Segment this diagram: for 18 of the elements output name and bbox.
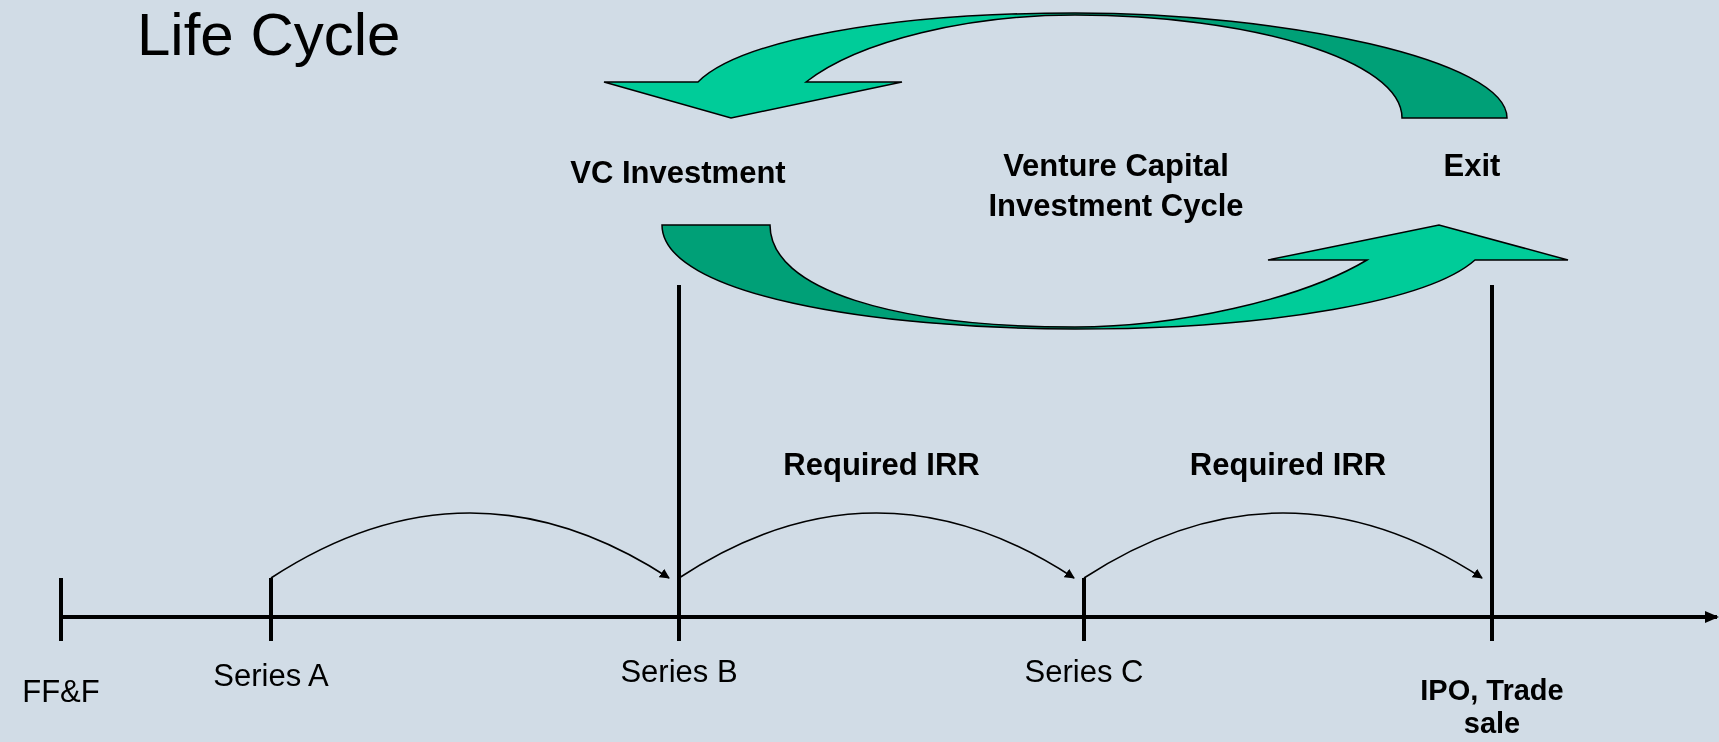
curved-block-arrow [661, 224, 1569, 330]
vertical-line [677, 285, 681, 578]
vertical-line [1490, 285, 1494, 578]
timeline-label: IPO, Trade sale [1419, 674, 1565, 740]
edge-label: Required IRR [782, 446, 981, 484]
timeline-label: Series B [619, 654, 739, 690]
cycle-label: Venture Capital Investment Cycle [987, 147, 1245, 225]
timeline-label: FF&F [21, 674, 101, 710]
curved-block-arrow [603, 12, 1508, 119]
curved-arrow [1083, 512, 1483, 579]
timeline-label: Series C [1023, 654, 1145, 690]
stage-label: VC Investment [570, 153, 786, 191]
edge-label: Required IRR [1188, 446, 1388, 484]
stage-label: Exit [1443, 146, 1501, 184]
curved-arrow [270, 512, 670, 579]
title: Life Cycle [137, 0, 401, 70]
timeline-label: Series A [212, 658, 330, 694]
curved-arrow [678, 512, 1075, 579]
